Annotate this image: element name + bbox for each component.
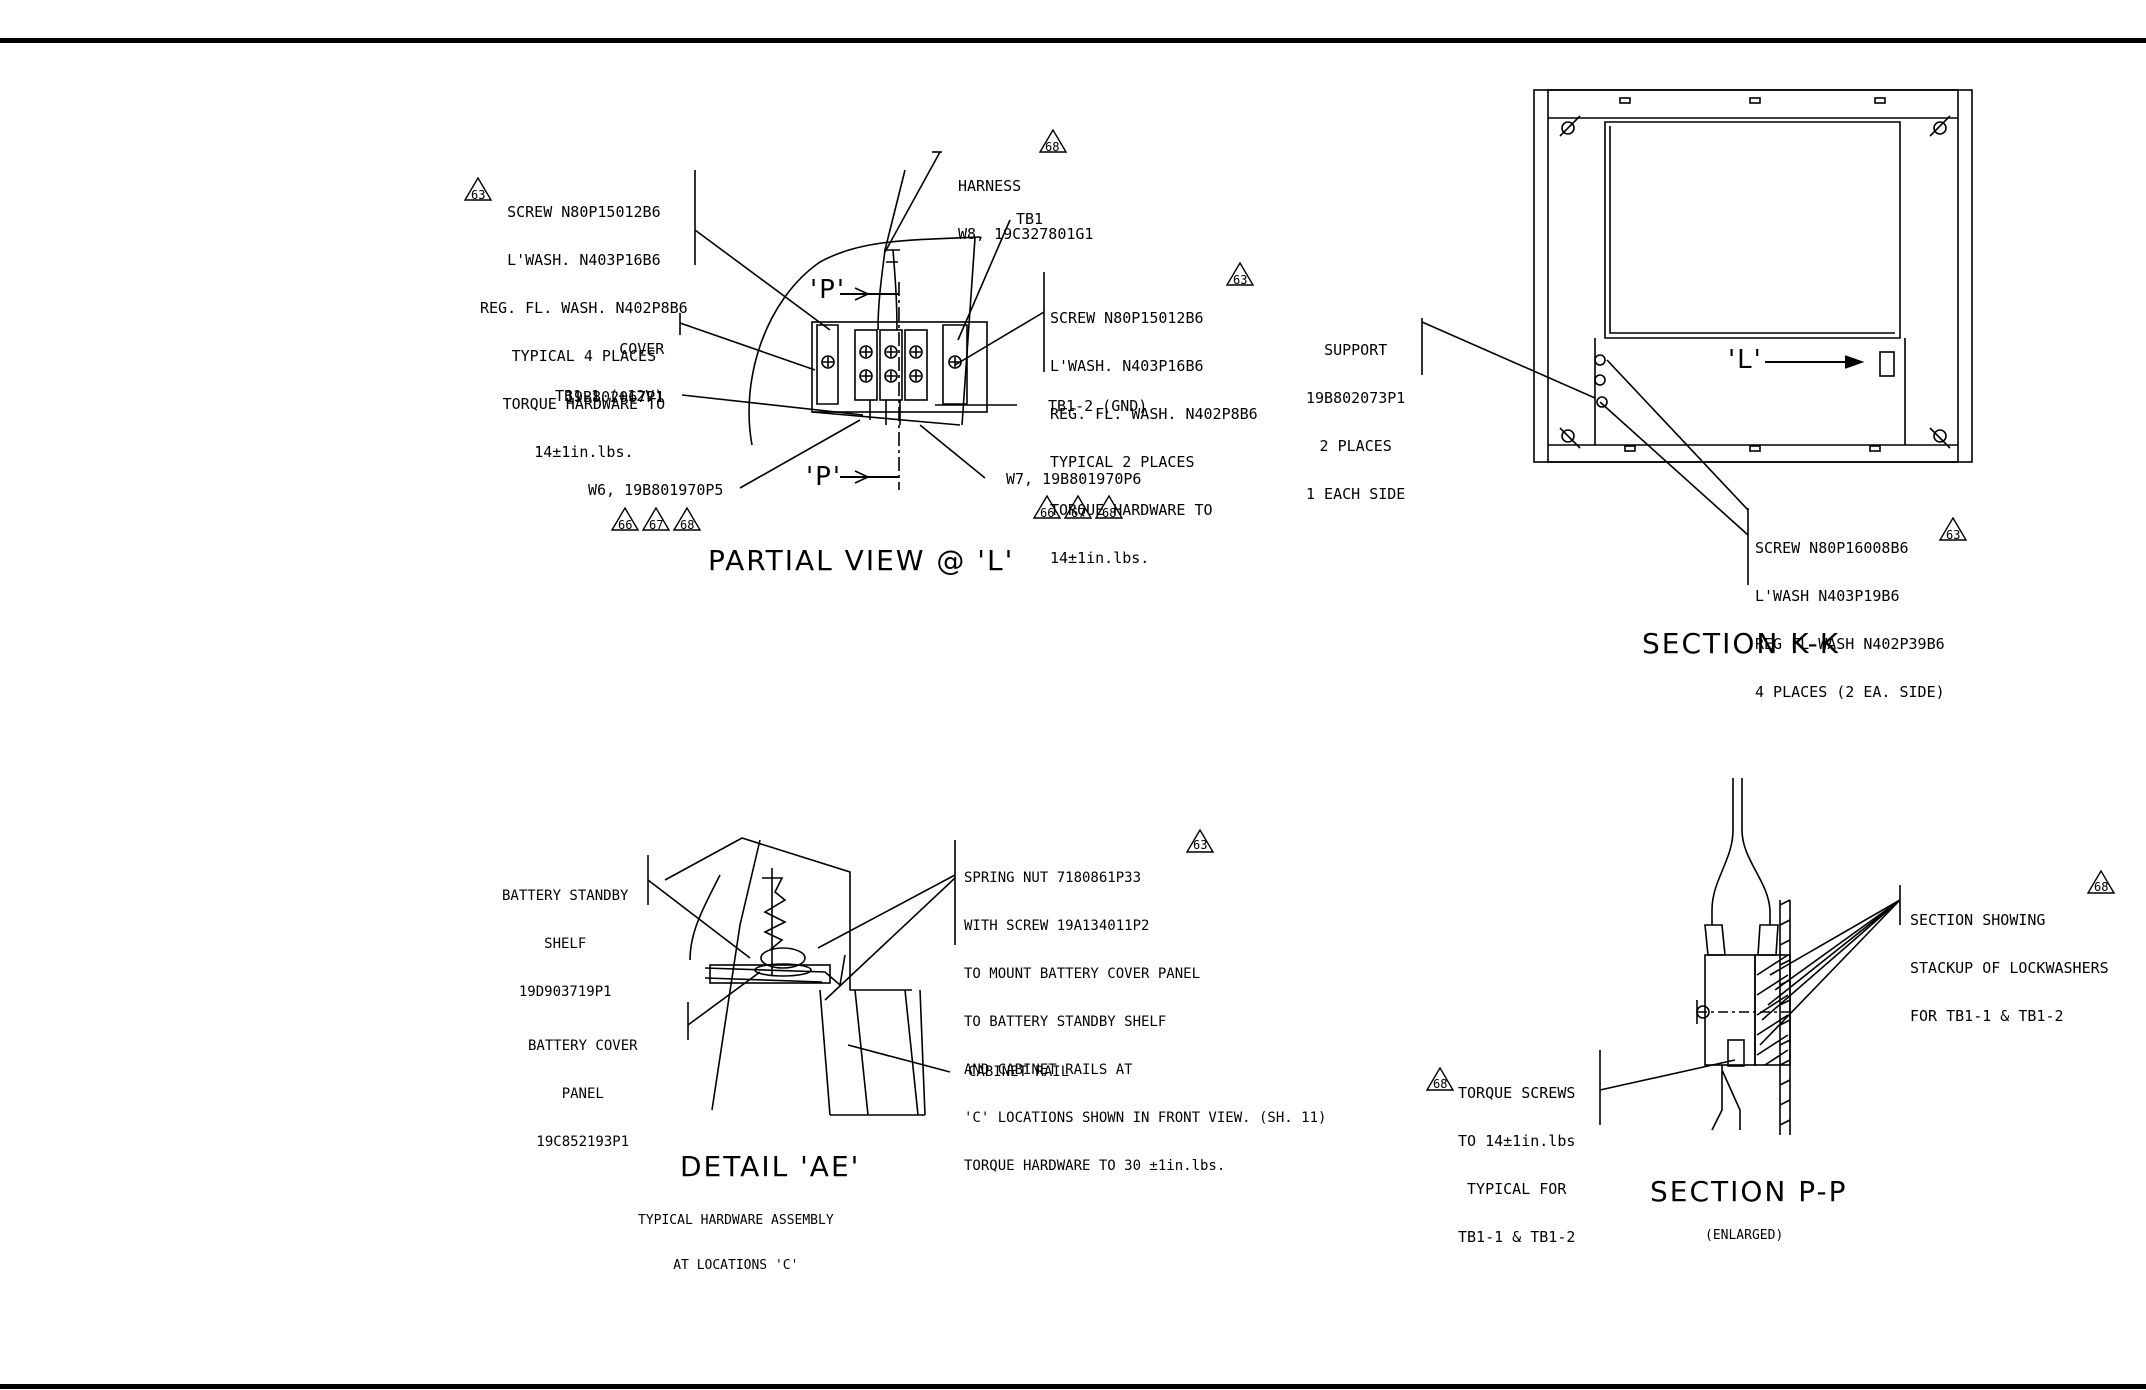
torque-line-2: TO 14±1in.lbs [1458, 1132, 1576, 1150]
shelf-line-2: SHELF [544, 936, 587, 952]
tb1-1-label: TB1-1 (+12V) [555, 387, 664, 405]
screw-left-line-6: 14±1in.lbs. [534, 443, 634, 461]
bottom-border-rule [0, 1384, 2146, 1389]
kk-screw-line-4: 4 PLACES (2 EA. SIDE) [1755, 683, 1945, 701]
rev-w7-1: 66 [1040, 506, 1055, 520]
w7-label: W7, 19B801970P6 [1006, 470, 1142, 488]
detail-ae-drawing [647, 837, 956, 1116]
kk-screw-line-1: SCREW N80P16008B6 [1755, 539, 1909, 557]
spring-nut-line-1: SPRING NUT 7180861P33 [964, 870, 1142, 886]
section-kk-drawing [1421, 89, 1973, 585]
shelf-line-1: BATTERY STANDBY [502, 888, 629, 904]
screw-left-line-2: L'WASH. N403P16B6 [507, 251, 661, 269]
section-mark-bottom: 'P' [806, 462, 842, 492]
rev-stackup: 68 [2094, 880, 2109, 894]
tb1-label: TB1 [1016, 210, 1044, 228]
cover-line-1: COVER [619, 340, 665, 358]
stackup-callout: SECTION SHOWING STACKUP OF LOCKWASHERS F… [1910, 880, 2109, 1040]
rev-w7-2: 67 [1071, 506, 1086, 520]
detail-ae-title: DETAIL 'AE' [680, 1150, 861, 1183]
rev-w6-3: 68 [680, 518, 695, 532]
rev-w7-3: 68 [1102, 506, 1117, 520]
rev-w6-2: 67 [649, 518, 664, 532]
spring-nut-line-7: TORQUE HARDWARE TO 30 ±1in.lbs. [964, 1158, 1226, 1174]
screw-left-callout: SCREW N80P15012B6 L'WASH. N403P16B6 REG.… [480, 172, 688, 476]
screw-left-line-1: SCREW N80P15012B6 [507, 203, 661, 221]
cover-line-2: 19B802067P1 [565, 388, 665, 406]
stackup-line-1: SECTION SHOWING [1910, 911, 2046, 929]
screw-right-line-3: REG. FL. WASH. N402P8B6 [1050, 405, 1258, 423]
top-border-rule [0, 38, 2146, 43]
section-kk-title: SECTION K-K [1642, 627, 1841, 660]
detail-ae-subtitle-1: TYPICAL HARDWARE ASSEMBLY [638, 1213, 834, 1228]
detail-ae-subtitle-2: AT LOCATIONS 'C' [673, 1258, 799, 1273]
rev-kk-screw: 63 [1946, 528, 1961, 542]
spring-nut-line-3: TO MOUNT BATTERY COVER PANEL [964, 966, 1201, 982]
w6-label: W6, 19B801970P5 [588, 481, 724, 499]
screw-right-line-1: SCREW N80P15012B6 [1050, 309, 1204, 327]
screw-right-callout: SCREW N80P15012B6 L'WASH. N403P16B6 REG.… [1050, 278, 1258, 582]
spring-nut-callout: SPRING NUT 7180861P33 WITH SCREW 19A1340… [964, 838, 1326, 1190]
section-pp-subtitle: (ENLARGED) [1705, 1228, 1784, 1243]
panel-line-1: BATTERY COVER [528, 1038, 638, 1054]
panel-line-2: PANEL [561, 1086, 604, 1102]
support-line-3: 2 PLACES [1319, 437, 1392, 455]
kk-screw-callout: SCREW N80P16008B6 L'WASH N403P19B6 REG F… [1755, 508, 1945, 716]
harness-line-2: W8, 19C327801G1 [958, 225, 1094, 243]
section-mark-top: 'P' [810, 275, 846, 305]
rev-harness: 68 [1045, 140, 1060, 154]
panel-callout: BATTERY COVER PANEL 19C852193P1 [528, 1006, 638, 1166]
shelf-line-3: 19D903719P1 [518, 984, 612, 1000]
rev-screw-right: 63 [1233, 273, 1248, 287]
spring-nut-line-2: WITH SCREW 19A134011P2 [964, 918, 1150, 934]
torque-callout: TORQUE SCREWS TO 14±1in.lbs TYPICAL FOR … [1458, 1053, 1575, 1261]
section-pp-title: SECTION P-P [1650, 1175, 1848, 1208]
detail-ae-subtitle: TYPICAL HARDWARE ASSEMBLY AT LOCATIONS '… [638, 1183, 834, 1288]
harness-callout: HARNESS W8, 19C327801G1 [958, 146, 1093, 258]
kk-screw-line-2: L'WASH N403P19B6 [1755, 587, 1900, 605]
torque-line-4: TB1-1 & TB1-2 [1458, 1228, 1576, 1246]
screw-right-line-6: 14±1in.lbs. [1050, 549, 1150, 567]
partial-view-title: PARTIAL VIEW @ 'L' [708, 544, 1015, 577]
screw-right-line-5: TORQUE HARDWARE TO [1050, 501, 1213, 519]
stackup-line-3: FOR TB1-1 & TB1-2 [1910, 1007, 2064, 1025]
view-mark-l: 'L' [1728, 345, 1763, 375]
rail-label: CABINET RAIL [968, 1064, 1070, 1080]
spring-nut-line-4: TO BATTERY STANDBY SHELF [964, 1014, 1167, 1030]
shelf-callout: BATTERY STANDBY SHELF 19D903719P1 [502, 856, 628, 1016]
panel-line-3: 19C852193P1 [536, 1134, 630, 1150]
torque-line-1: TORQUE SCREWS [1458, 1084, 1576, 1102]
screw-left-line-5: TORQUE HARDWARE TO [502, 395, 666, 413]
rev-torque: 68 [1433, 1077, 1448, 1091]
section-pp-drawing [1599, 778, 1901, 1135]
partial-view-drawing [679, 151, 1045, 490]
stackup-line-2: STACKUP OF LOCKWASHERS [1910, 959, 2109, 977]
spring-nut-line-5: AND CABINET RAILS AT [964, 1062, 1133, 1078]
support-line-2: 19B802073P1 [1306, 389, 1406, 407]
screw-right-line-4: TYPICAL 2 PLACES [1050, 453, 1195, 471]
support-line-4: 1 EACH SIDE [1306, 485, 1406, 503]
rev-w6-1: 66 [618, 518, 633, 532]
spring-nut-line-6: 'C' LOCATIONS SHOWN IN FRONT VIEW. (SH. … [964, 1110, 1327, 1126]
rev-spring-nut: 63 [1193, 838, 1208, 852]
support-callout: SUPPORT 19B802073P1 2 PLACES 1 EACH SIDE [1306, 310, 1405, 518]
kk-screw-line-3: REG FL WASH N402P39B6 [1755, 635, 1945, 653]
cover-callout: COVER 19B802067P1 [565, 309, 664, 421]
torque-line-3: TYPICAL FOR [1467, 1180, 1567, 1198]
support-line-1: SUPPORT [1324, 341, 1388, 359]
harness-line-1: HARNESS [958, 177, 1022, 195]
tb1-2-label: TB1-2 (GND) [1048, 397, 1148, 415]
screw-right-line-2: L'WASH. N403P16B6 [1050, 357, 1204, 375]
screw-left-line-3: REG. FL. WASH. N402P8B6 [480, 299, 688, 317]
revision-triangles [463, 128, 2116, 1091]
screw-left-line-4: TYPICAL 4 PLACES [511, 347, 657, 365]
rev-screw-left: 63 [471, 188, 486, 202]
